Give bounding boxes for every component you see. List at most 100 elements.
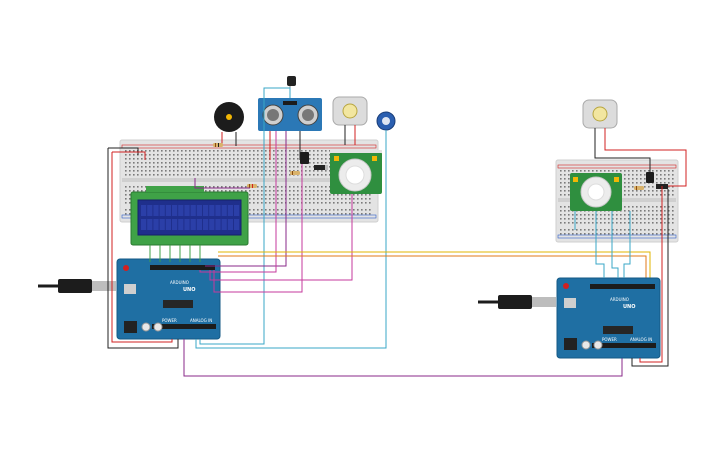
- usb-cable-left[interactable]: [38, 279, 116, 293]
- breadboard-hole: [329, 209, 331, 211]
- usb-cable-right[interactable]: [478, 295, 556, 309]
- breadboard-hole: [329, 158, 331, 160]
- breadboard-hole: [668, 178, 670, 180]
- breadboard-hole: [161, 162, 163, 164]
- breadboard-hole: [141, 174, 143, 176]
- breadboard-hole: [564, 186, 566, 188]
- breadboard-hole: [660, 178, 662, 180]
- breadboard-hole: [672, 178, 674, 180]
- breadboard-hole: [269, 194, 271, 196]
- breadboard-hole: [325, 186, 327, 188]
- breadboard-hole: [193, 150, 195, 152]
- dc-motor-left[interactable]: [332, 96, 368, 145]
- breadboard-hole: [329, 202, 331, 204]
- arduino-right-brand: ARDUINO: [610, 297, 629, 302]
- transistor-left[interactable]: [300, 152, 309, 164]
- breadboard-hole: [596, 229, 598, 231]
- breadboard-hole: [257, 202, 259, 204]
- pir-sensor-right[interactable]: [570, 173, 622, 211]
- lcd-cell: [203, 205, 209, 216]
- breadboard-hole: [293, 150, 295, 152]
- breadboard-hole: [604, 170, 606, 172]
- breadboard-hole: [237, 190, 239, 192]
- breadboard-hole: [596, 222, 598, 224]
- breadboard-hole: [668, 233, 670, 235]
- breadboard-hole: [656, 194, 658, 196]
- breadboard-hole: [145, 186, 147, 188]
- lcd-cell: [190, 219, 196, 230]
- breadboard-hole: [145, 154, 147, 156]
- breadboard-hole: [564, 210, 566, 212]
- breadboard-hole: [165, 166, 167, 168]
- breadboard-hole: [564, 178, 566, 180]
- breadboard-hole: [225, 150, 227, 152]
- breadboard-hole: [297, 213, 299, 215]
- breadboard-hole: [560, 210, 562, 212]
- breadboard-hole: [273, 154, 275, 156]
- breadboard-hole: [644, 194, 646, 196]
- breadboard-hole: [640, 174, 642, 176]
- transistor-right[interactable]: [646, 172, 654, 183]
- resistor-left-2[interactable]: [247, 184, 257, 188]
- breadboard-hole: [237, 186, 239, 188]
- temperature-sensor[interactable]: [287, 76, 296, 98]
- breadboard-hole: [181, 150, 183, 152]
- diode-left[interactable]: [314, 165, 328, 170]
- breadboard-hole: [652, 194, 654, 196]
- lcd-display[interactable]: [130, 186, 249, 246]
- resistor-left-1[interactable]: [213, 143, 223, 147]
- breadboard-hole: [580, 218, 582, 220]
- breadboard-hole: [177, 174, 179, 176]
- breadboard-hole: [313, 174, 315, 176]
- breadboard-hole: [345, 198, 347, 200]
- potentiometer[interactable]: [376, 111, 396, 131]
- breadboard-hole: [133, 158, 135, 160]
- lcd-cell: [209, 205, 215, 216]
- breadboard-hole: [277, 154, 279, 156]
- breadboard-hole: [564, 190, 566, 192]
- breadboard-hole: [125, 158, 127, 160]
- breadboard-hole: [269, 213, 271, 215]
- breadboard-hole: [153, 150, 155, 152]
- breadboard-hole: [293, 166, 295, 168]
- breadboard-hole: [257, 198, 259, 200]
- arduino-left-model: UNO: [183, 287, 196, 293]
- breadboard-hole: [652, 229, 654, 231]
- ultrasonic-sensor[interactable]: [258, 98, 322, 131]
- breadboard-hole: [357, 202, 359, 204]
- breadboard-hole: [317, 174, 319, 176]
- piezo-buzzer[interactable]: [214, 102, 244, 146]
- breadboard-hole: [221, 150, 223, 152]
- breadboard-hole: [161, 158, 163, 160]
- arduino-uno-right[interactable]: ARDUINO UNO POWER ANALOG IN: [556, 277, 661, 359]
- breadboard-hole: [309, 158, 311, 160]
- breadboard-hole: [313, 190, 315, 192]
- breadboard-hole: [241, 170, 243, 172]
- breadboard-hole: [253, 194, 255, 196]
- breadboard-hole: [313, 186, 315, 188]
- resistor-right[interactable]: [634, 186, 644, 190]
- breadboard-hole: [636, 214, 638, 216]
- breadboard-hole: [564, 222, 566, 224]
- breadboard-hole: [361, 213, 363, 215]
- breadboard-hole: [317, 213, 319, 215]
- breadboard-hole: [261, 158, 263, 160]
- breadboard-hole: [644, 182, 646, 184]
- breadboard-hole: [141, 154, 143, 156]
- dc-motor-right[interactable]: [582, 99, 618, 129]
- breadboard-hole: [233, 150, 235, 152]
- breadboard-hole: [253, 158, 255, 160]
- breadboard-hole: [636, 218, 638, 220]
- resistor-left-3[interactable]: [290, 171, 300, 175]
- breadboard-hole: [217, 170, 219, 172]
- breadboard-hole: [608, 218, 610, 220]
- pir-sensor-left[interactable]: [330, 150, 382, 194]
- breadboard-hole: [664, 190, 666, 192]
- arduino-uno-left[interactable]: ARDUINO UNO POWER ANALOG IN: [116, 258, 221, 340]
- breadboard-hole: [325, 190, 327, 192]
- breadboard-hole: [277, 213, 279, 215]
- breadboard-hole: [560, 186, 562, 188]
- breadboard-hole: [297, 150, 299, 152]
- breadboard-hole: [632, 170, 634, 172]
